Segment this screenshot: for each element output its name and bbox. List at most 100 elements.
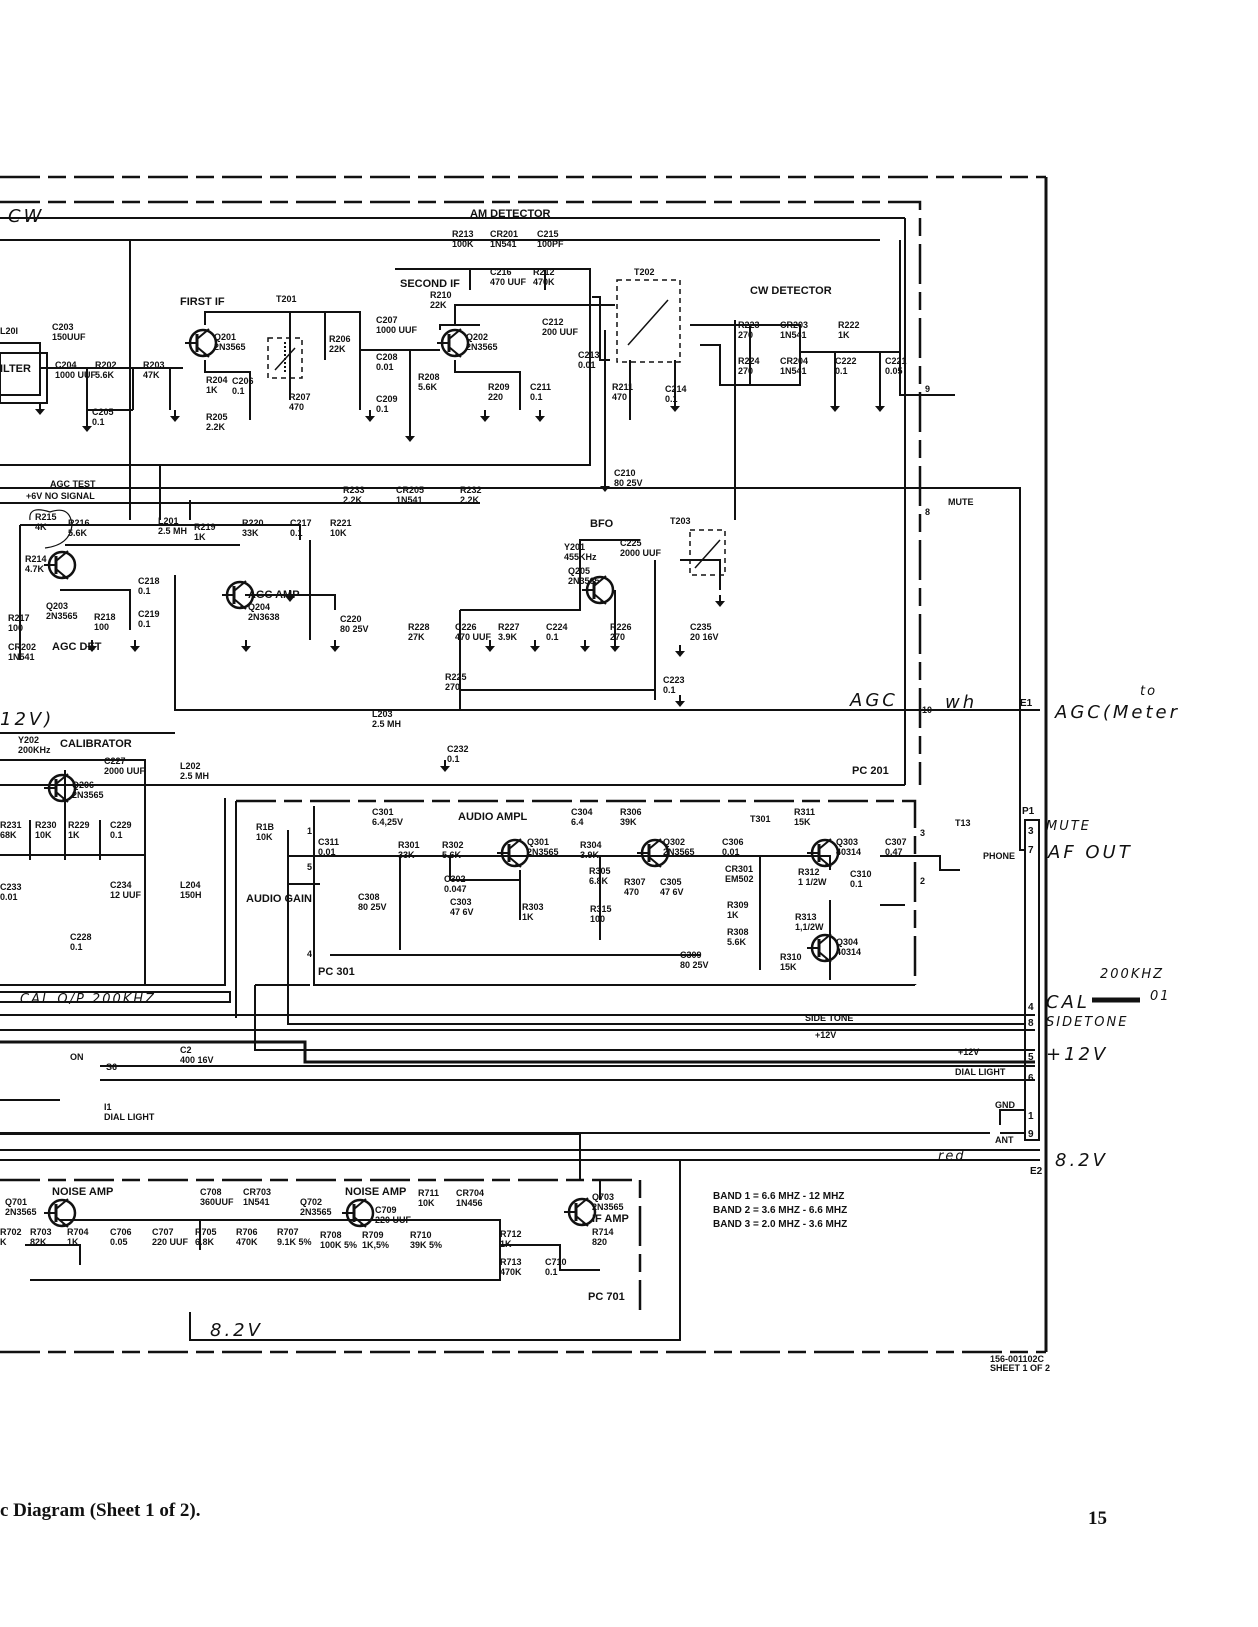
board-labels: PC 201 PC 301 PC 701 <box>318 765 889 1303</box>
component-value: 2.5 MH <box>372 719 401 729</box>
component-ref: C217 <box>290 518 312 528</box>
component-ref: R225 <box>445 672 467 682</box>
component-value: 1N456 <box>456 1198 483 1208</box>
band-table: BAND 1 = 6.6 MHZ - 12 MHZ BAND 2 = 3.6 M… <box>713 1191 847 1230</box>
component-ref: R228 <box>408 622 430 632</box>
component-value: EM502 <box>725 874 754 884</box>
component-ref: C213 <box>578 350 600 360</box>
component-value: 200 UUF <box>542 327 579 337</box>
component-ref: C223 <box>663 675 685 685</box>
component-ref: R214 <box>25 554 47 564</box>
transistors <box>42 327 840 1229</box>
component-ref: R311 <box>794 807 815 817</box>
component-value: 1N541 <box>490 239 517 249</box>
component-ref: C301 <box>372 807 394 817</box>
svg-text:10: 10 <box>922 705 932 715</box>
component-value: 470 UUF <box>455 632 492 642</box>
component-ref: C222 <box>835 356 857 366</box>
hw-cal: CAL <box>1046 992 1090 1013</box>
component-ref: C233 <box>0 882 22 892</box>
hw-agc-meter: AGC(Meter <box>1054 702 1180 723</box>
component-ref: C216 <box>490 267 512 277</box>
svg-text:SHEET 1 OF 2: SHEET 1 OF 2 <box>990 1363 1050 1373</box>
component-ref: T202 <box>634 267 655 277</box>
svg-text:9: 9 <box>925 384 930 394</box>
agc-amp-label: AGC AMP <box>248 589 300 601</box>
component-ref: R1B <box>256 822 275 832</box>
component-ref: C235 <box>690 622 712 632</box>
q303-transistor-icon <box>805 837 840 869</box>
component-ref: Q201 <box>214 332 236 342</box>
component-value: 0.05 <box>885 366 903 376</box>
component-value: 0.01 <box>376 362 394 372</box>
component-value: 220 UUF <box>152 1237 189 1247</box>
component-ref: Q302 <box>663 837 685 847</box>
first-if-label: FIRST IF <box>180 296 225 308</box>
svg-text:2: 2 <box>920 876 925 886</box>
component-value: 2000 UUF <box>620 548 662 558</box>
component-ref: R230 <box>35 820 57 830</box>
component-value: DIAL LIGHT <box>104 1112 155 1122</box>
component-ref: C204 <box>55 360 77 370</box>
component-ref: Q701 <box>5 1197 27 1207</box>
drawing-number: 156-001102C SHEET 1 OF 2 <box>990 1354 1050 1373</box>
component-value: 82K <box>30 1237 47 1247</box>
pc701-label: PC 701 <box>588 1291 625 1303</box>
component-ref: R702 <box>0 1227 22 1237</box>
component-value: 100 <box>94 622 109 632</box>
component-ref: C302 <box>444 874 466 884</box>
component-value: 1K <box>206 385 218 395</box>
component-value: 5.6K <box>418 382 438 392</box>
component-value: 15K <box>794 817 811 827</box>
component-value: 100 <box>8 623 23 633</box>
ground-icon <box>81 419 93 433</box>
component-ref: R305 <box>589 866 611 876</box>
component-ref: R703 <box>30 1227 52 1237</box>
component-value: 1N541 <box>780 366 807 376</box>
ground-icon <box>129 639 141 653</box>
component-value: 10K <box>418 1198 435 1208</box>
component-value: 2N3638 <box>248 612 280 622</box>
component-value: 100K <box>452 239 474 249</box>
component-value: 2N3565 <box>214 342 246 352</box>
component-value: 40314 <box>836 947 861 957</box>
component-value: 6.8K <box>195 1237 215 1247</box>
band-1: BAND 1 = 6.6 MHZ - 12 MHZ <box>713 1191 844 1202</box>
q203-transistor-icon <box>42 549 77 581</box>
hw-cal-freq: 200KHZ <box>1100 967 1164 982</box>
second-if-label: SECOND IF <box>400 278 460 290</box>
ground-icon <box>404 429 416 443</box>
svg-text:3: 3 <box>920 828 925 838</box>
component-value: 1K <box>727 910 739 920</box>
outer-frame <box>0 175 1048 1354</box>
component-ref: R219 <box>194 522 216 532</box>
component-ref: S6 <box>106 1062 117 1072</box>
component-value: 9.1K 5% <box>277 1237 312 1247</box>
component-ref: Q703 <box>592 1192 614 1202</box>
component-ref: C203 <box>52 322 74 332</box>
component-ref: R210 <box>430 290 452 300</box>
svg-text:5: 5 <box>307 862 312 872</box>
agc-det-label: AGC DET <box>52 641 102 653</box>
